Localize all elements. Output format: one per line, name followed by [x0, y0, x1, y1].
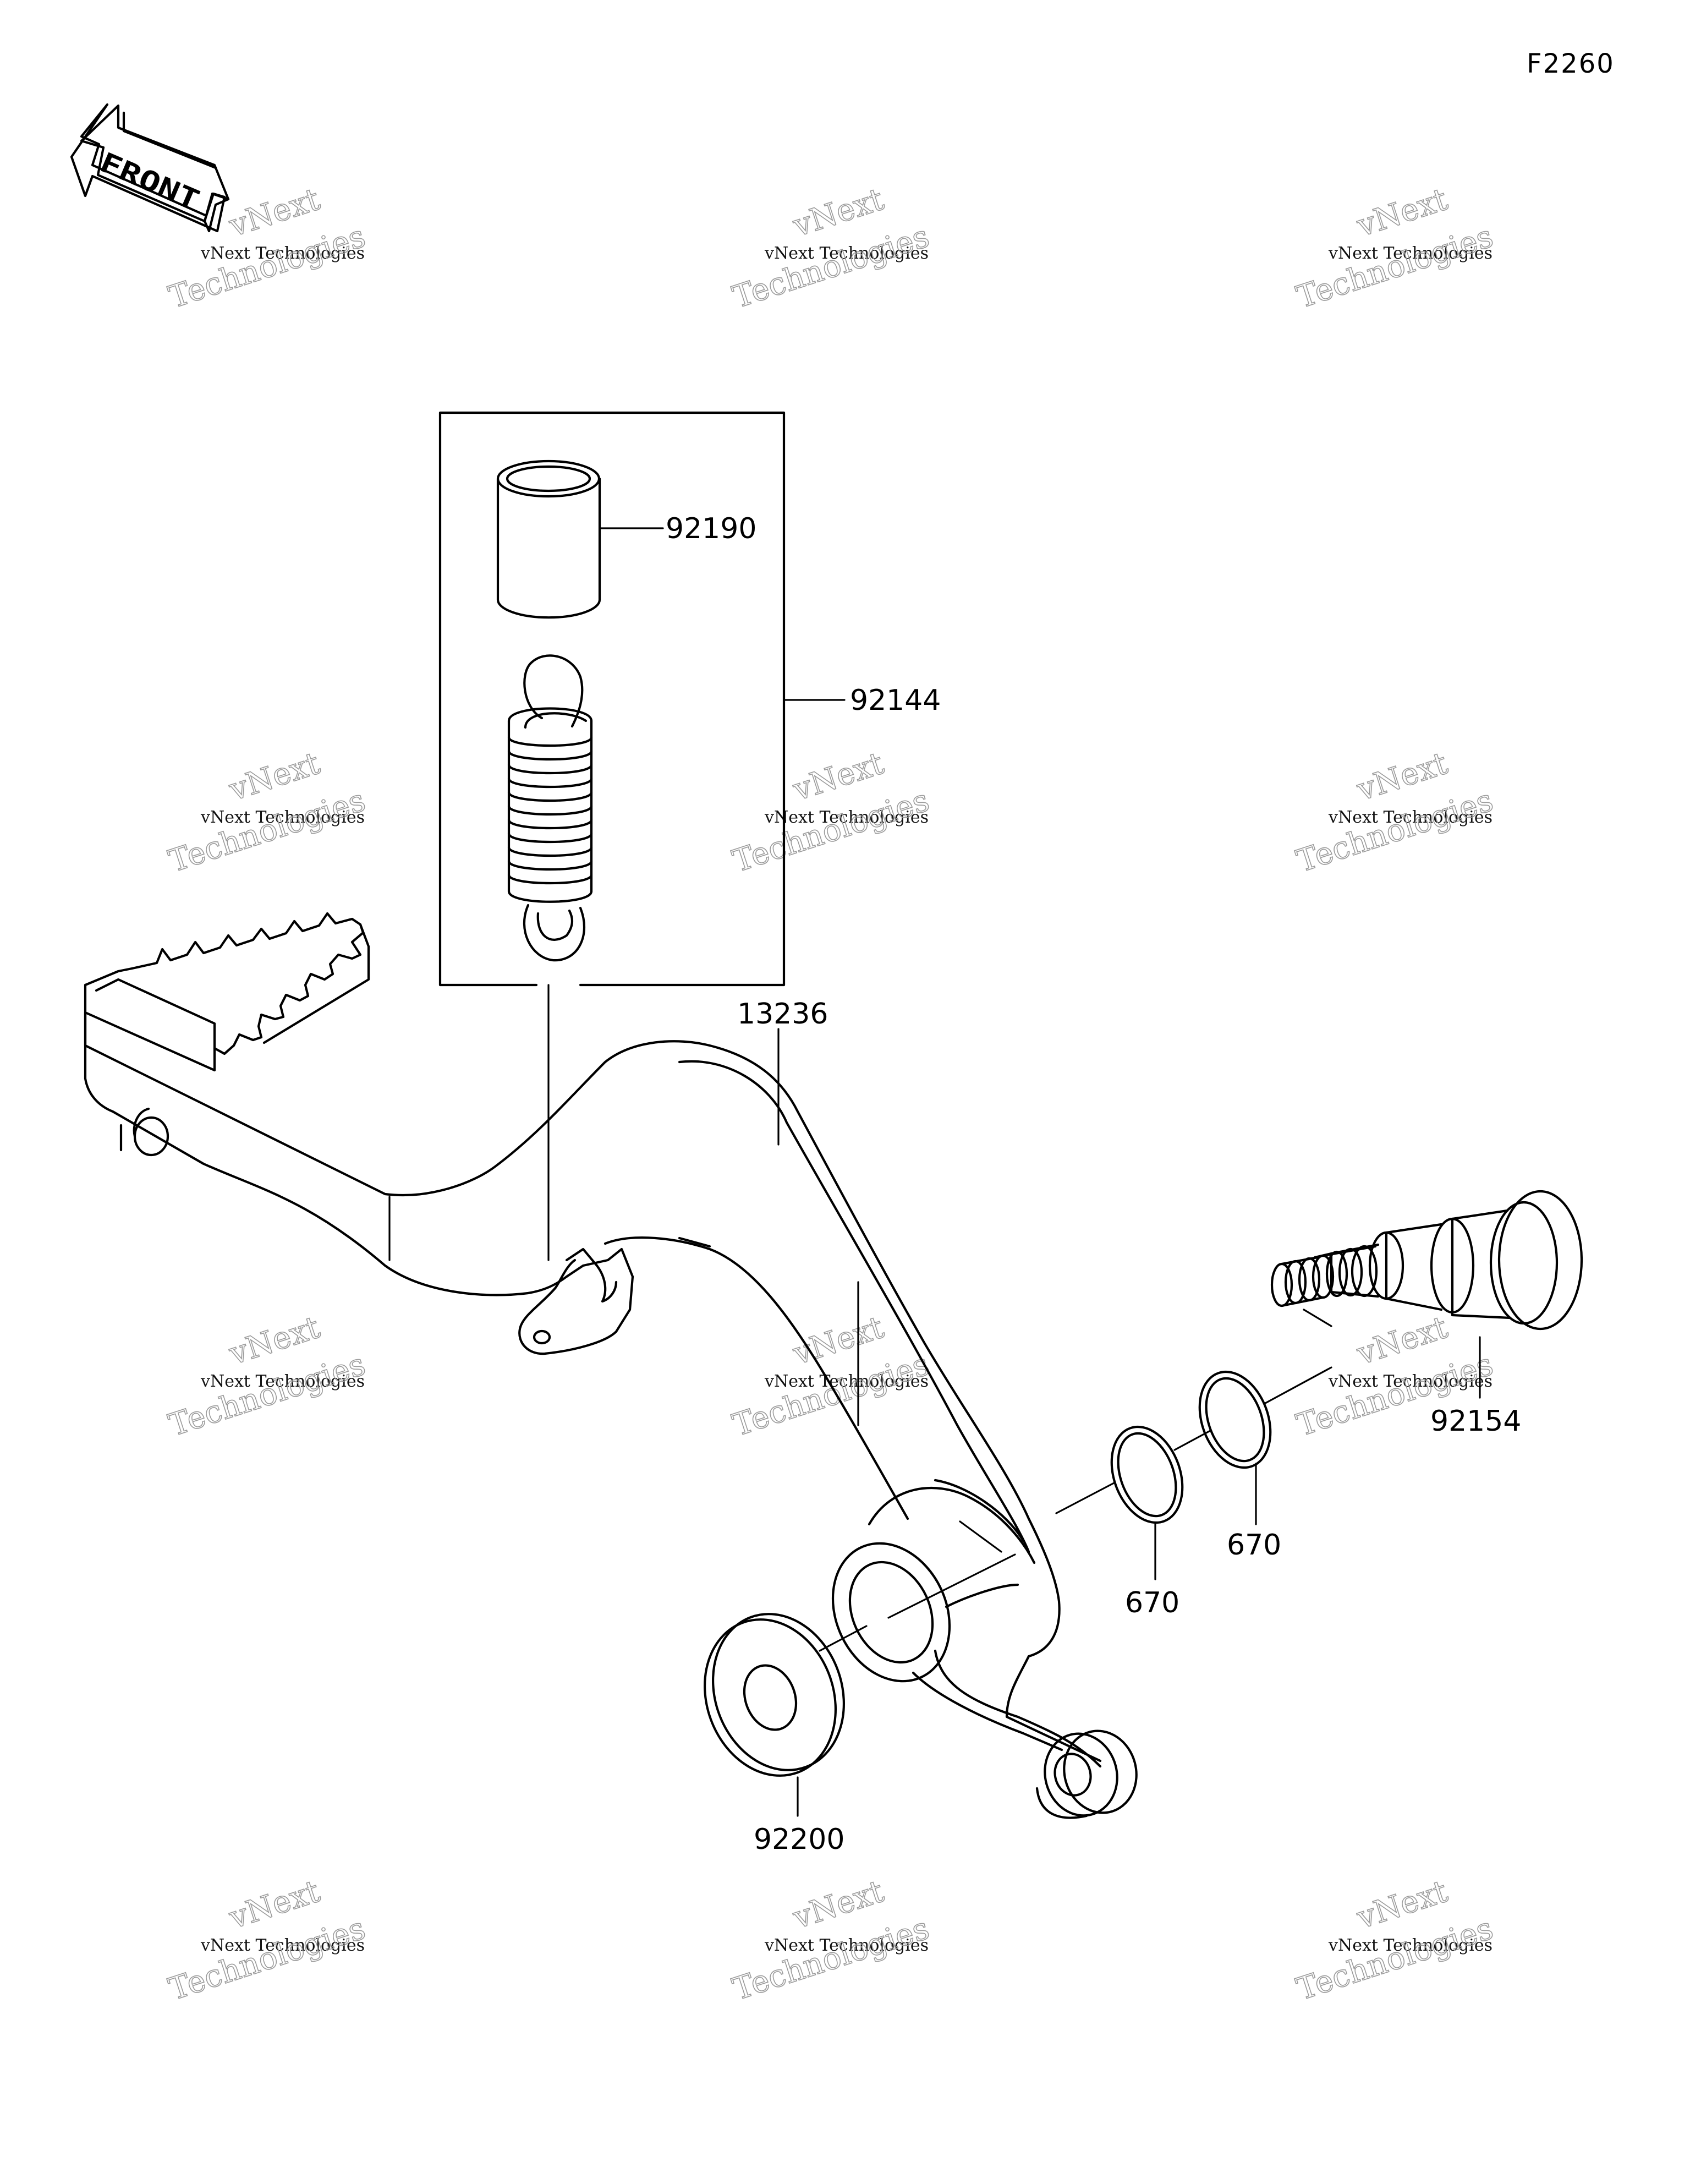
watermark: vNext Technologies vNext Technologies [728, 181, 934, 316]
svg-text:vNext Technologies: vNext Technologies [764, 1936, 929, 1955]
label-92144: 92144 [850, 684, 941, 717]
o-ring-670-a: 670 [1110, 1425, 1184, 1619]
watermark: vNext Technologies vNext Technologies [164, 1873, 370, 2008]
label-92154: 92154 [1430, 1405, 1521, 1438]
watermark: vNext Technologies vNext Technologies [1292, 181, 1497, 316]
axis-line-3 [1264, 1366, 1332, 1404]
axis-line-1 [1055, 1482, 1115, 1514]
svg-text:vNext Technologies: vNext Technologies [764, 244, 929, 263]
watermark: vNext Technologies vNext Technologies [1292, 745, 1497, 880]
label-13236: 13236 [737, 998, 828, 1031]
svg-text:vNext Technologies: vNext Technologies [200, 1372, 365, 1391]
washer-92200: 92200 [703, 1613, 846, 1856]
label-670-a: 670 [1125, 1586, 1179, 1619]
watermark: vNext Technologies vNext Technologies [728, 1309, 934, 1444]
svg-text:vNext Technologies: vNext Technologies [200, 808, 365, 827]
watermark: vNext Technologies vNext Technologies [164, 745, 370, 880]
label-92200: 92200 [754, 1823, 844, 1856]
sleeve-92190: 92190 [496, 459, 756, 619]
watermark: vNext Technologies vNext Technologies [728, 745, 934, 880]
svg-text:vNext Technologies: vNext Technologies [764, 1372, 929, 1391]
axis-line-4 [819, 1625, 868, 1652]
svg-text:vNext Technologies: vNext Technologies [1328, 808, 1493, 827]
pivot-bolt-92154: 92154 [1270, 1190, 1583, 1438]
return-spring [507, 654, 593, 962]
svg-text:vNext Technologies: vNext Technologies [764, 808, 929, 827]
label-670-b: 670 [1227, 1529, 1281, 1562]
label-92190: 92190 [666, 512, 756, 545]
watermark: vNext Technologies vNext Technologies [164, 1309, 370, 1444]
front-arrow-icon: FRONT [70, 103, 230, 233]
brake-pedal-13236: 13236 [84, 912, 1138, 1819]
o-ring-670-b: 670 [1198, 1370, 1281, 1562]
svg-text:vNext Technologies: vNext Technologies [200, 244, 365, 263]
watermark: vNext Technologies vNext Technologies [1292, 1873, 1497, 2008]
diagram-code: F2260 [1527, 48, 1615, 79]
watermark: vNext Technologies vNext Technologies [728, 1873, 934, 2008]
svg-text:vNext Technologies: vNext Technologies [1328, 1936, 1493, 1955]
svg-text:vNext Technologies: vNext Technologies [1328, 1372, 1493, 1391]
spring-kit-box: 92144 [438, 411, 941, 987]
svg-text:vNext Technologies: vNext Technologies [200, 1936, 365, 1955]
svg-text:vNext Technologies: vNext Technologies [1328, 244, 1493, 263]
